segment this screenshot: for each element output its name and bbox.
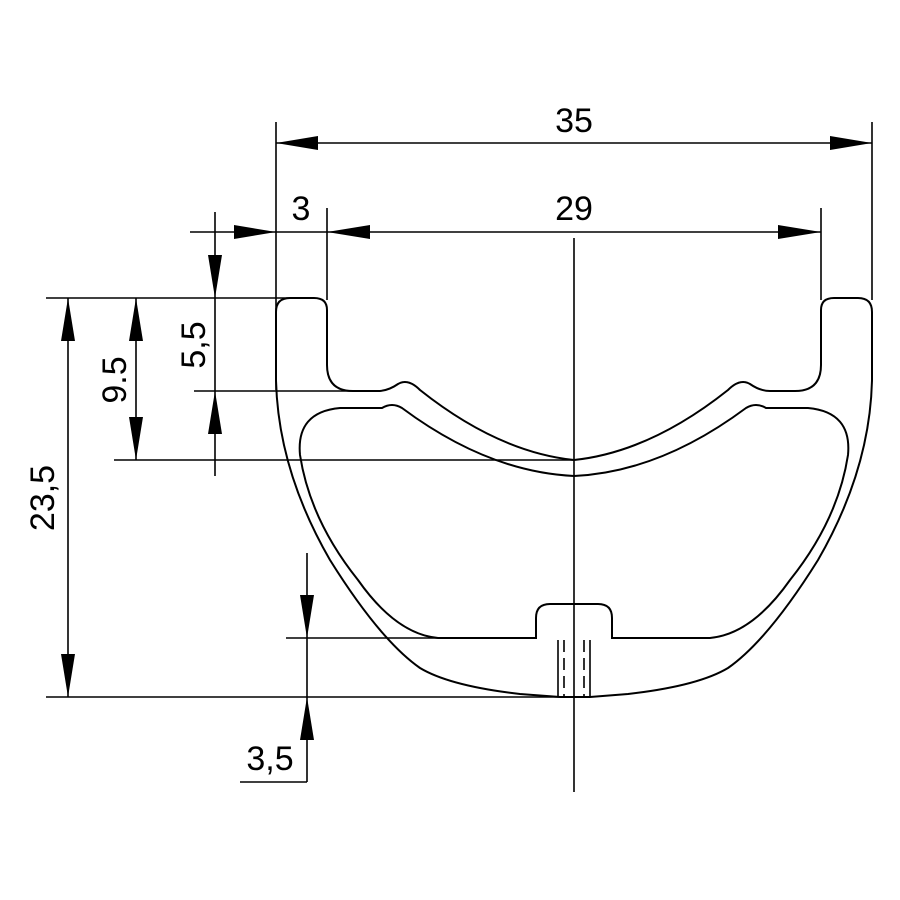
arrowhead-icon [129, 298, 143, 341]
dim-label-9-5: 9.5 [96, 356, 134, 403]
dim-label-35: 35 [555, 102, 593, 140]
arrowhead-icon [327, 225, 370, 239]
rim-outer-profile [275, 297, 873, 698]
arrowhead-icon [300, 595, 314, 638]
arrowhead-icon [208, 391, 222, 434]
arrowhead-icon [208, 255, 222, 298]
arrowhead-icon [300, 697, 314, 740]
arrowhead-icon [276, 136, 318, 150]
arrowhead-icon [61, 298, 75, 341]
dim-label-3: 3 [292, 190, 311, 228]
arrowhead-icon [778, 225, 821, 239]
arrowhead-icon [830, 136, 872, 150]
arrowhead-icon [234, 225, 276, 239]
arrowhead-icon [129, 417, 143, 460]
dim-label-29: 29 [555, 190, 593, 228]
dim-label-3-5: 3,5 [246, 740, 293, 778]
dim-label-5-5: 5,5 [175, 321, 213, 368]
arrowhead-icon [61, 654, 75, 697]
dim-label-23-5: 23,5 [24, 465, 62, 531]
rim-inner-cavity [298, 404, 850, 639]
